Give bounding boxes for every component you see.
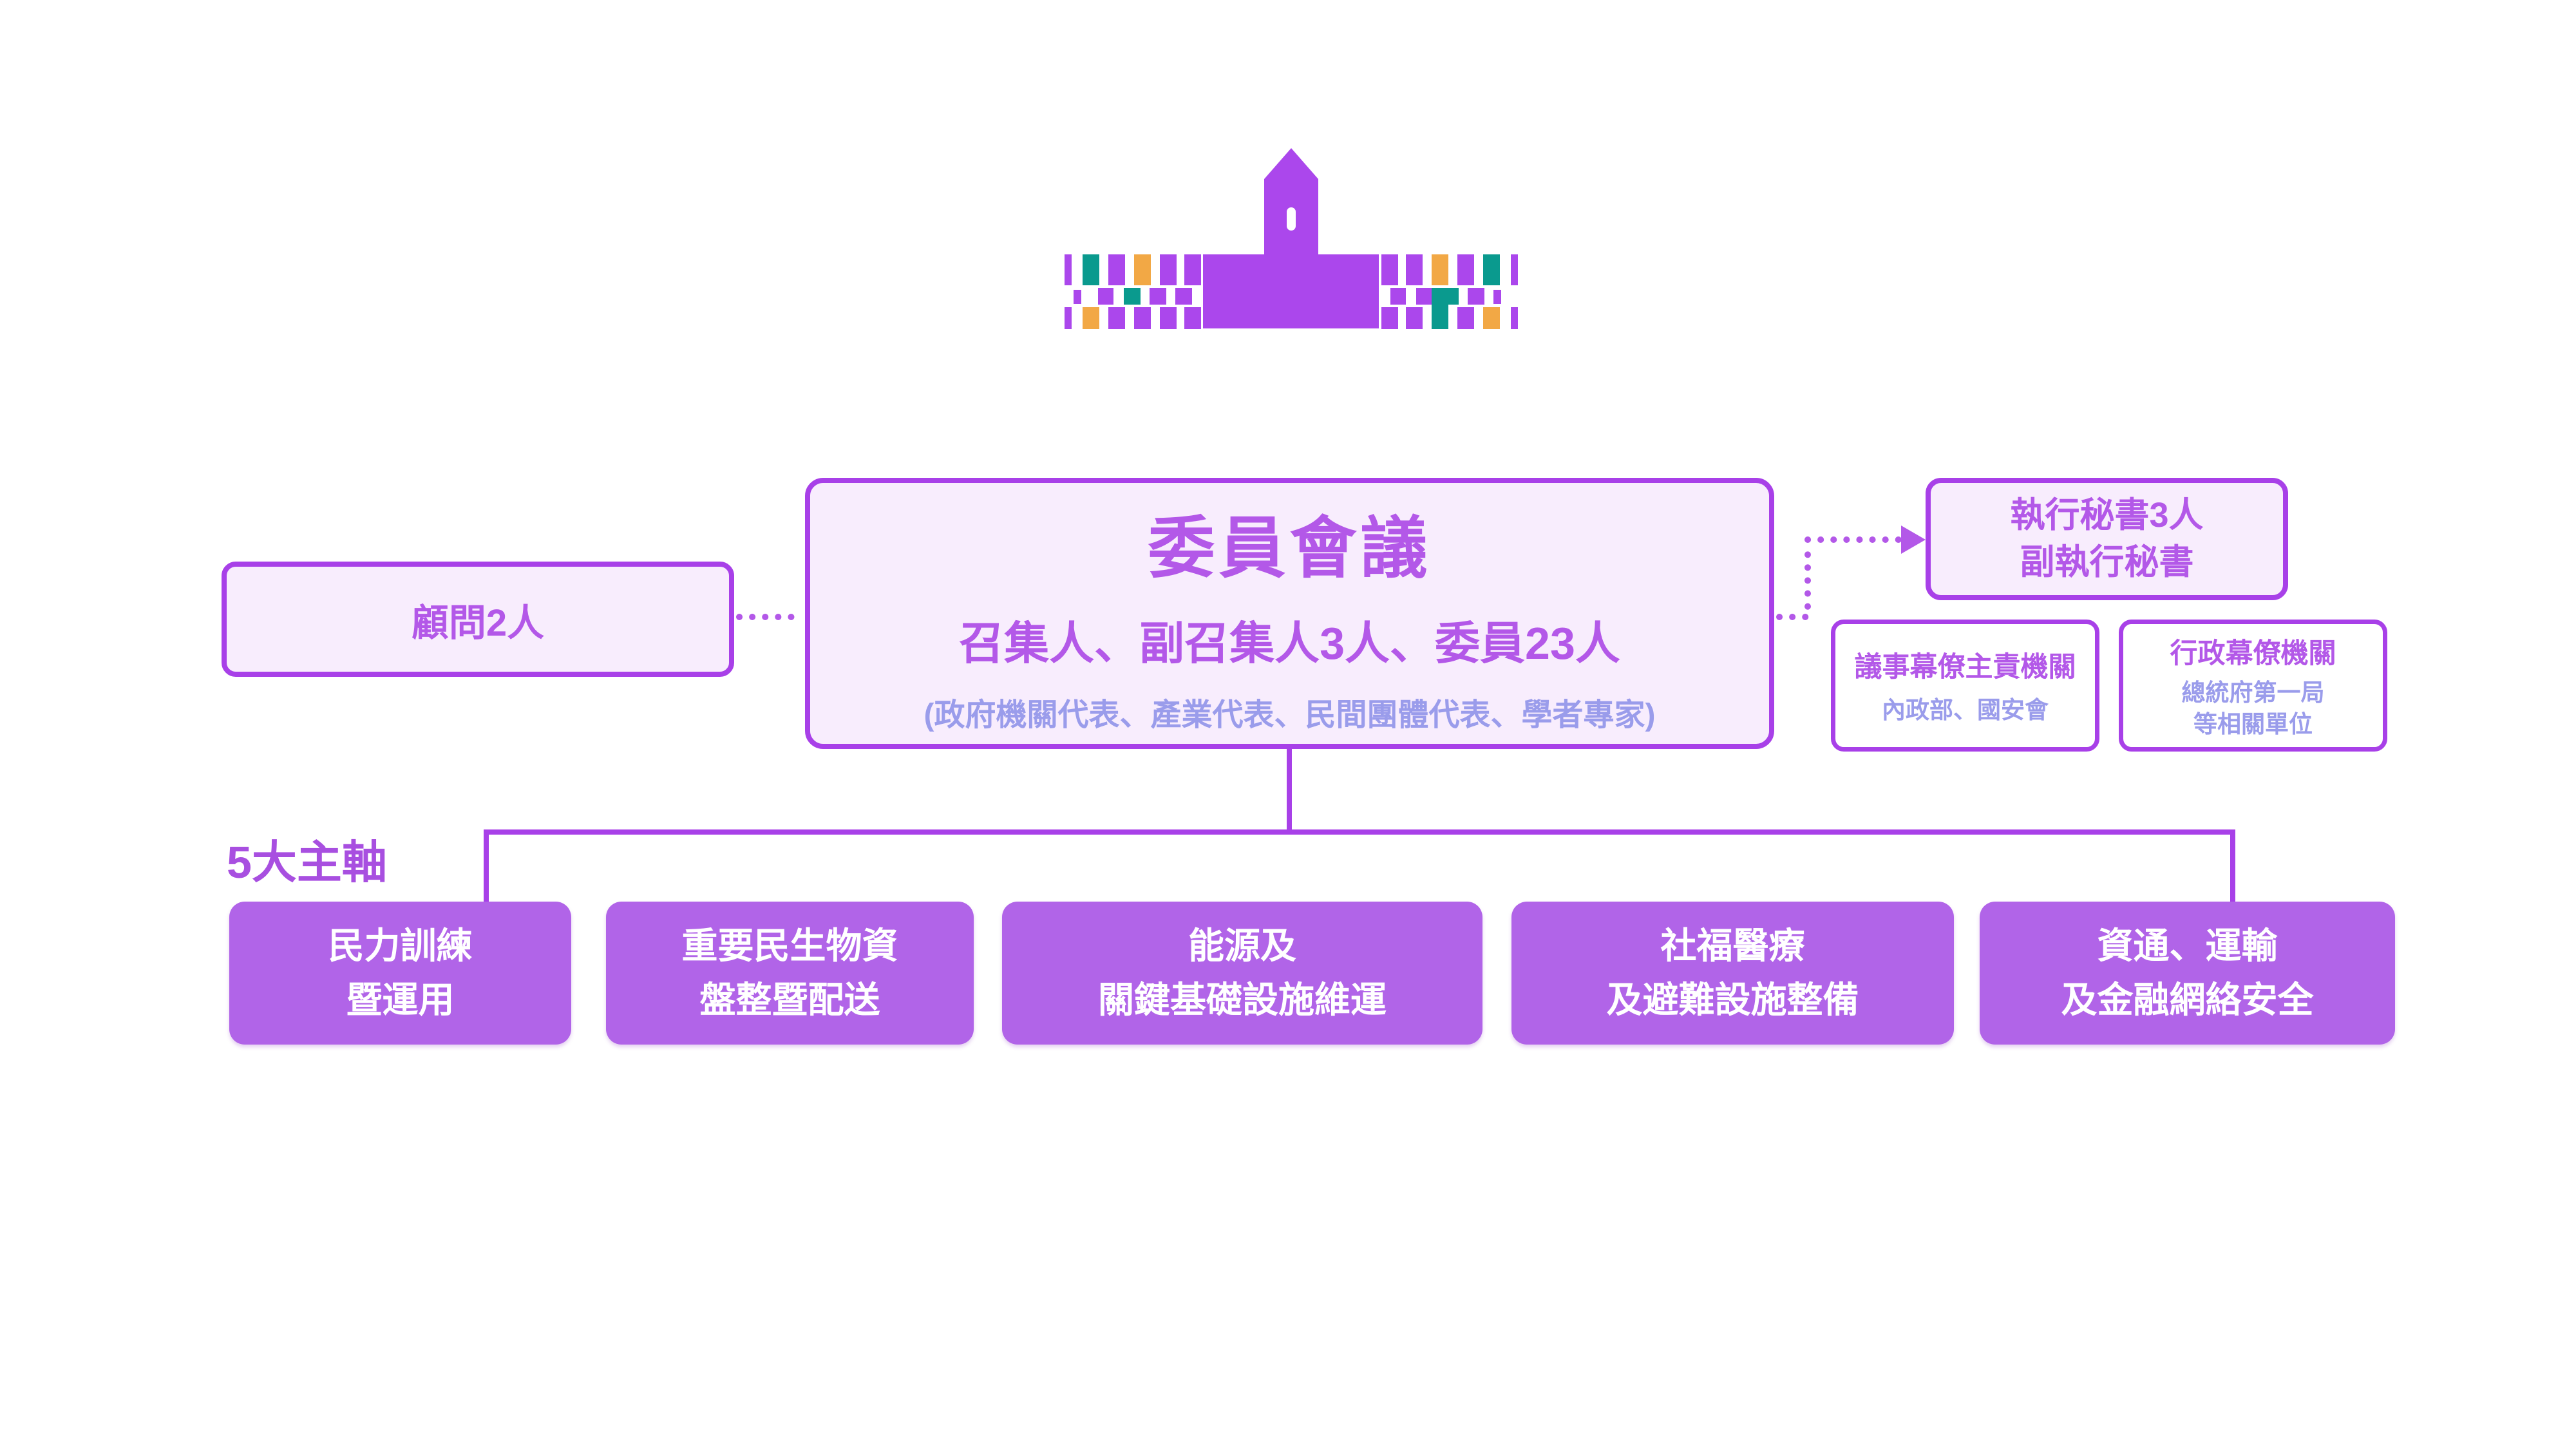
committee-title: 委員會議 <box>1148 511 1432 586</box>
advisor-label: 顧問2人 <box>411 601 545 644</box>
axis-line1: 重要民生物資 <box>681 925 898 966</box>
committee-members: 召集人、副召集人3人、委員23人 <box>959 618 1620 668</box>
secretary-line2: 副執行秘書 <box>2020 543 2194 582</box>
axis-line1: 社福醫療 <box>1660 925 1805 966</box>
axis-box-civil-training: 民力訓練 暨運用 <box>229 902 571 1045</box>
axis-line2: 關鍵基礎設施維運 <box>1098 980 1387 1020</box>
axis-box-welfare-shelter: 社福醫療 及避難設施整備 <box>1511 902 1954 1045</box>
axis-line1: 能源及 <box>1188 925 1296 966</box>
staff-org-line1: 總統府第一局 <box>2181 679 2325 706</box>
staff-box-org: 總統府第一局 等相關單位 <box>2182 677 2325 739</box>
committee-composition: (政府機關代表、產業代表、民間團體代表、學者專家) <box>923 697 1656 732</box>
axis-box-supplies: 重要民生物資 盤整暨配送 <box>606 902 974 1045</box>
axes-section-label: 5大主軸 <box>227 837 387 887</box>
axis-line2: 及避難設施整備 <box>1606 980 1859 1020</box>
staff-box-org: 內政部、國安會 <box>1882 697 2049 724</box>
presidential-office-logo-icon <box>1065 148 1518 329</box>
connector-secretary-dotted <box>1776 536 1903 620</box>
connector-arrowhead <box>1901 526 1926 554</box>
axis-line1: 資通、運輸 <box>2097 925 2278 966</box>
staff-box-administrative: 行政幕僚機關 總統府第一局 等相關單位 <box>2119 620 2387 752</box>
secretary-box: 執行秘書3人 副執行秘書 <box>1926 478 2288 600</box>
axis-line1: 民力訓練 <box>328 925 473 966</box>
staff-org-line2: 等相關單位 <box>2193 710 2313 737</box>
axis-line2: 及金融網絡安全 <box>2061 980 2314 1020</box>
axis-line2: 暨運用 <box>346 980 455 1020</box>
connector-bracket <box>484 829 2235 904</box>
axis-box-energy-infrastructure: 能源及 關鍵基礎設施維運 <box>1002 902 1482 1045</box>
axis-box-networks-security: 資通、運輸 及金融網絡安全 <box>1980 902 2395 1045</box>
staff-box-title: 議事幕僚主責機關 <box>1854 652 2076 683</box>
staff-box-proceedings: 議事幕僚主責機關 內政部、國安會 <box>1831 620 2099 752</box>
staff-box-title: 行政幕僚機關 <box>2170 638 2336 670</box>
secretary-line1: 執行秘書3人 <box>2010 495 2204 535</box>
committee-box: 委員會議 召集人、副召集人3人、委員23人 (政府機關代表、產業代表、民間團體代… <box>805 478 1774 749</box>
advisor-box: 顧問2人 <box>222 562 734 677</box>
axis-line2: 盤整暨配送 <box>699 980 880 1020</box>
